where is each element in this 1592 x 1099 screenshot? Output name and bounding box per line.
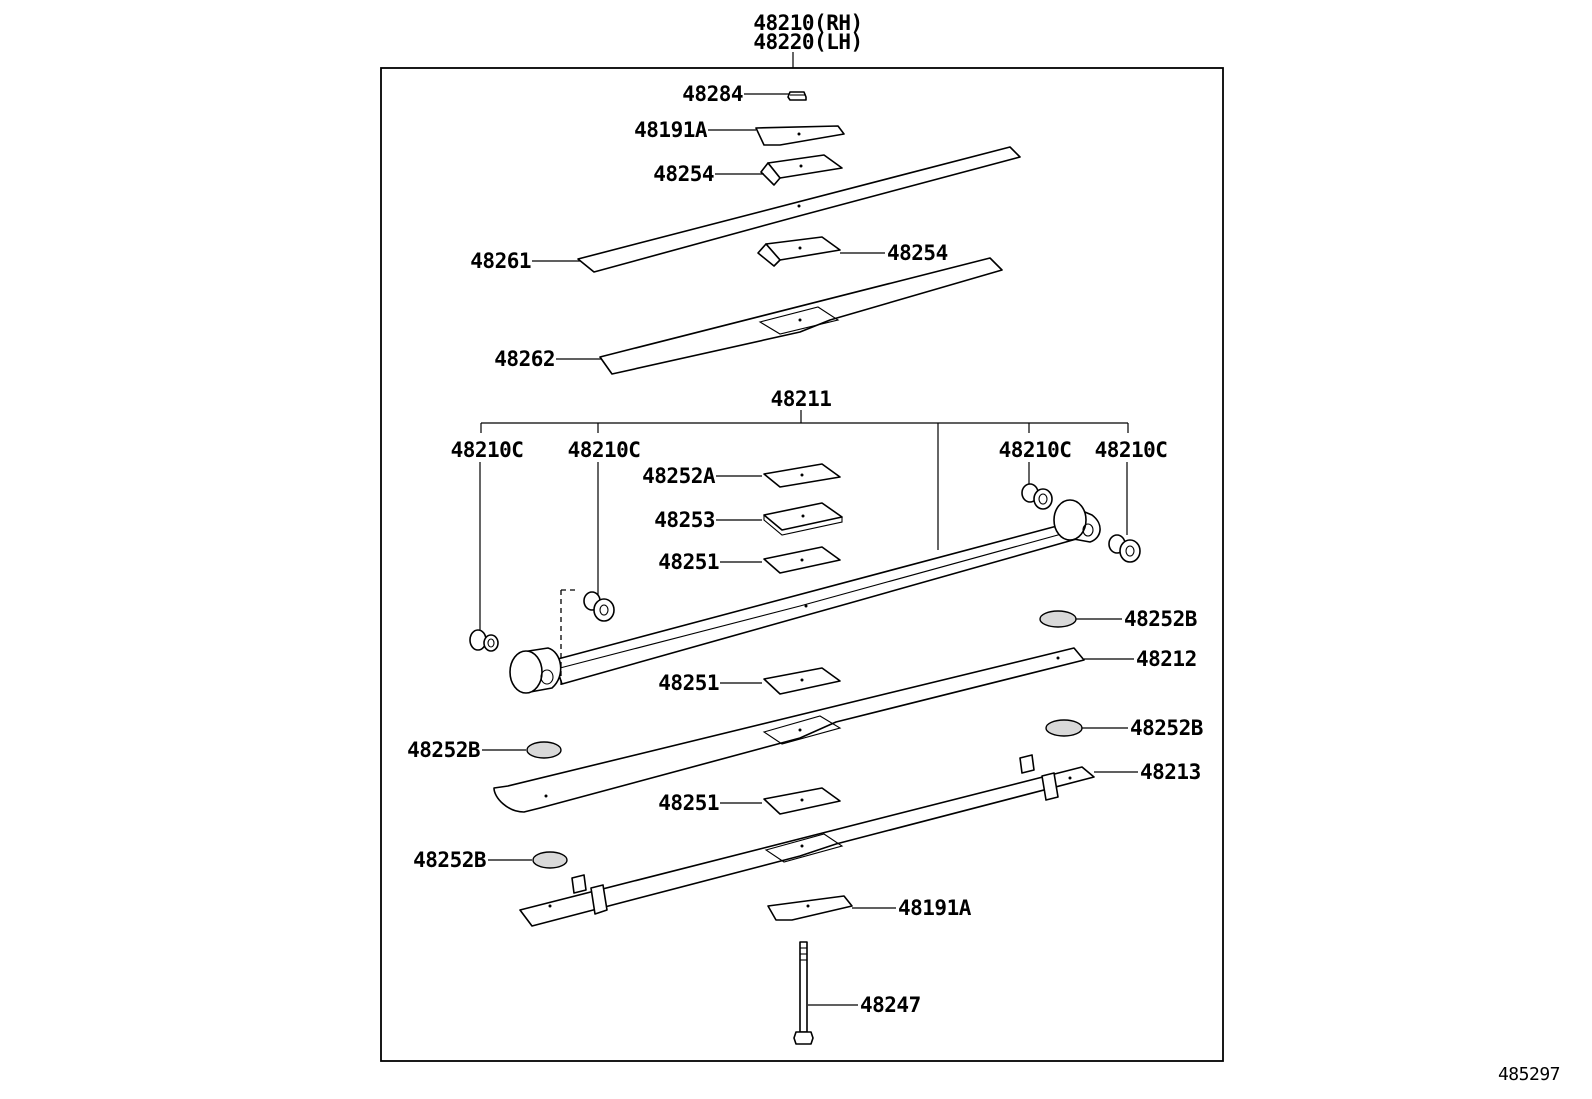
label-48284: 48284 [682,82,743,106]
main-leaf-48211 [509,499,1101,694]
label-48253: 48253 [654,508,715,532]
label-48247: 48247 [860,993,921,1017]
pad-48254-top [760,154,843,186]
sub-assembly-bracket [480,410,1129,550]
center-bolt-48247 [793,941,814,1045]
pad-48254-mid [757,236,841,267]
insert-48252B-b [526,741,562,759]
label-48254-top: 48254 [653,162,714,186]
bushing-48210C-1 [469,629,499,652]
insert-48252B-a [1039,610,1077,628]
bushing-48210C-3 [1021,483,1053,510]
label-48252B-c: 48252B [1130,716,1203,740]
pad-48253 [763,502,843,536]
pad-48191A-bottom [767,895,853,921]
label-48252A: 48252A [642,464,716,488]
label-48210C-2: 48210C [568,438,641,462]
label-48252B-d: 48252B [413,848,486,872]
assembly-frame [380,67,1224,1062]
bushing-48210C-2 [583,591,615,622]
assembly-label-lh: 48220(LH) [753,30,862,54]
assembly-label-rh: 48210(RH) [753,11,862,35]
pad-48191A-top [755,125,845,146]
label-48191A-top: 48191A [634,118,708,142]
leaf-48261 [577,146,1021,273]
pad-48251-a [763,546,841,574]
label-48213: 48213 [1140,760,1201,784]
label-48251-c: 48251 [658,791,719,815]
leaf-48262 [599,257,1003,375]
sub-assembly-label: 48211 [771,387,832,411]
label-48251-b: 48251 [658,671,719,695]
label-48210C-3: 48210C [999,438,1072,462]
pad-48251-b [763,667,841,695]
label-48261: 48261 [470,249,531,273]
label-48252B-b: 48252B [407,738,480,762]
insert-48252B-d [532,851,568,869]
label-48191A-bottom: 48191A [898,896,972,920]
label-48252B-a: 48252B [1124,607,1197,631]
label-48254-mid: 48254 [887,241,948,265]
label-48210C-4: 48210C [1095,438,1168,462]
label-48251-a: 48251 [658,550,719,574]
label-48262: 48262 [494,347,555,371]
bushing-48210C-4 [1108,534,1141,563]
label-48212: 48212 [1136,647,1197,671]
insert-48252B-c [1045,719,1083,737]
figure-number: 485297 [1498,1064,1560,1085]
dashed-axis-guide [560,589,576,685]
pad-48251-c [763,787,841,815]
leaf-48212 [493,647,1085,813]
label-48210C-1: 48210C [451,438,524,462]
nut-48284 [787,91,807,101]
leaf-48213 [519,754,1095,927]
pad-48252A [763,463,841,488]
